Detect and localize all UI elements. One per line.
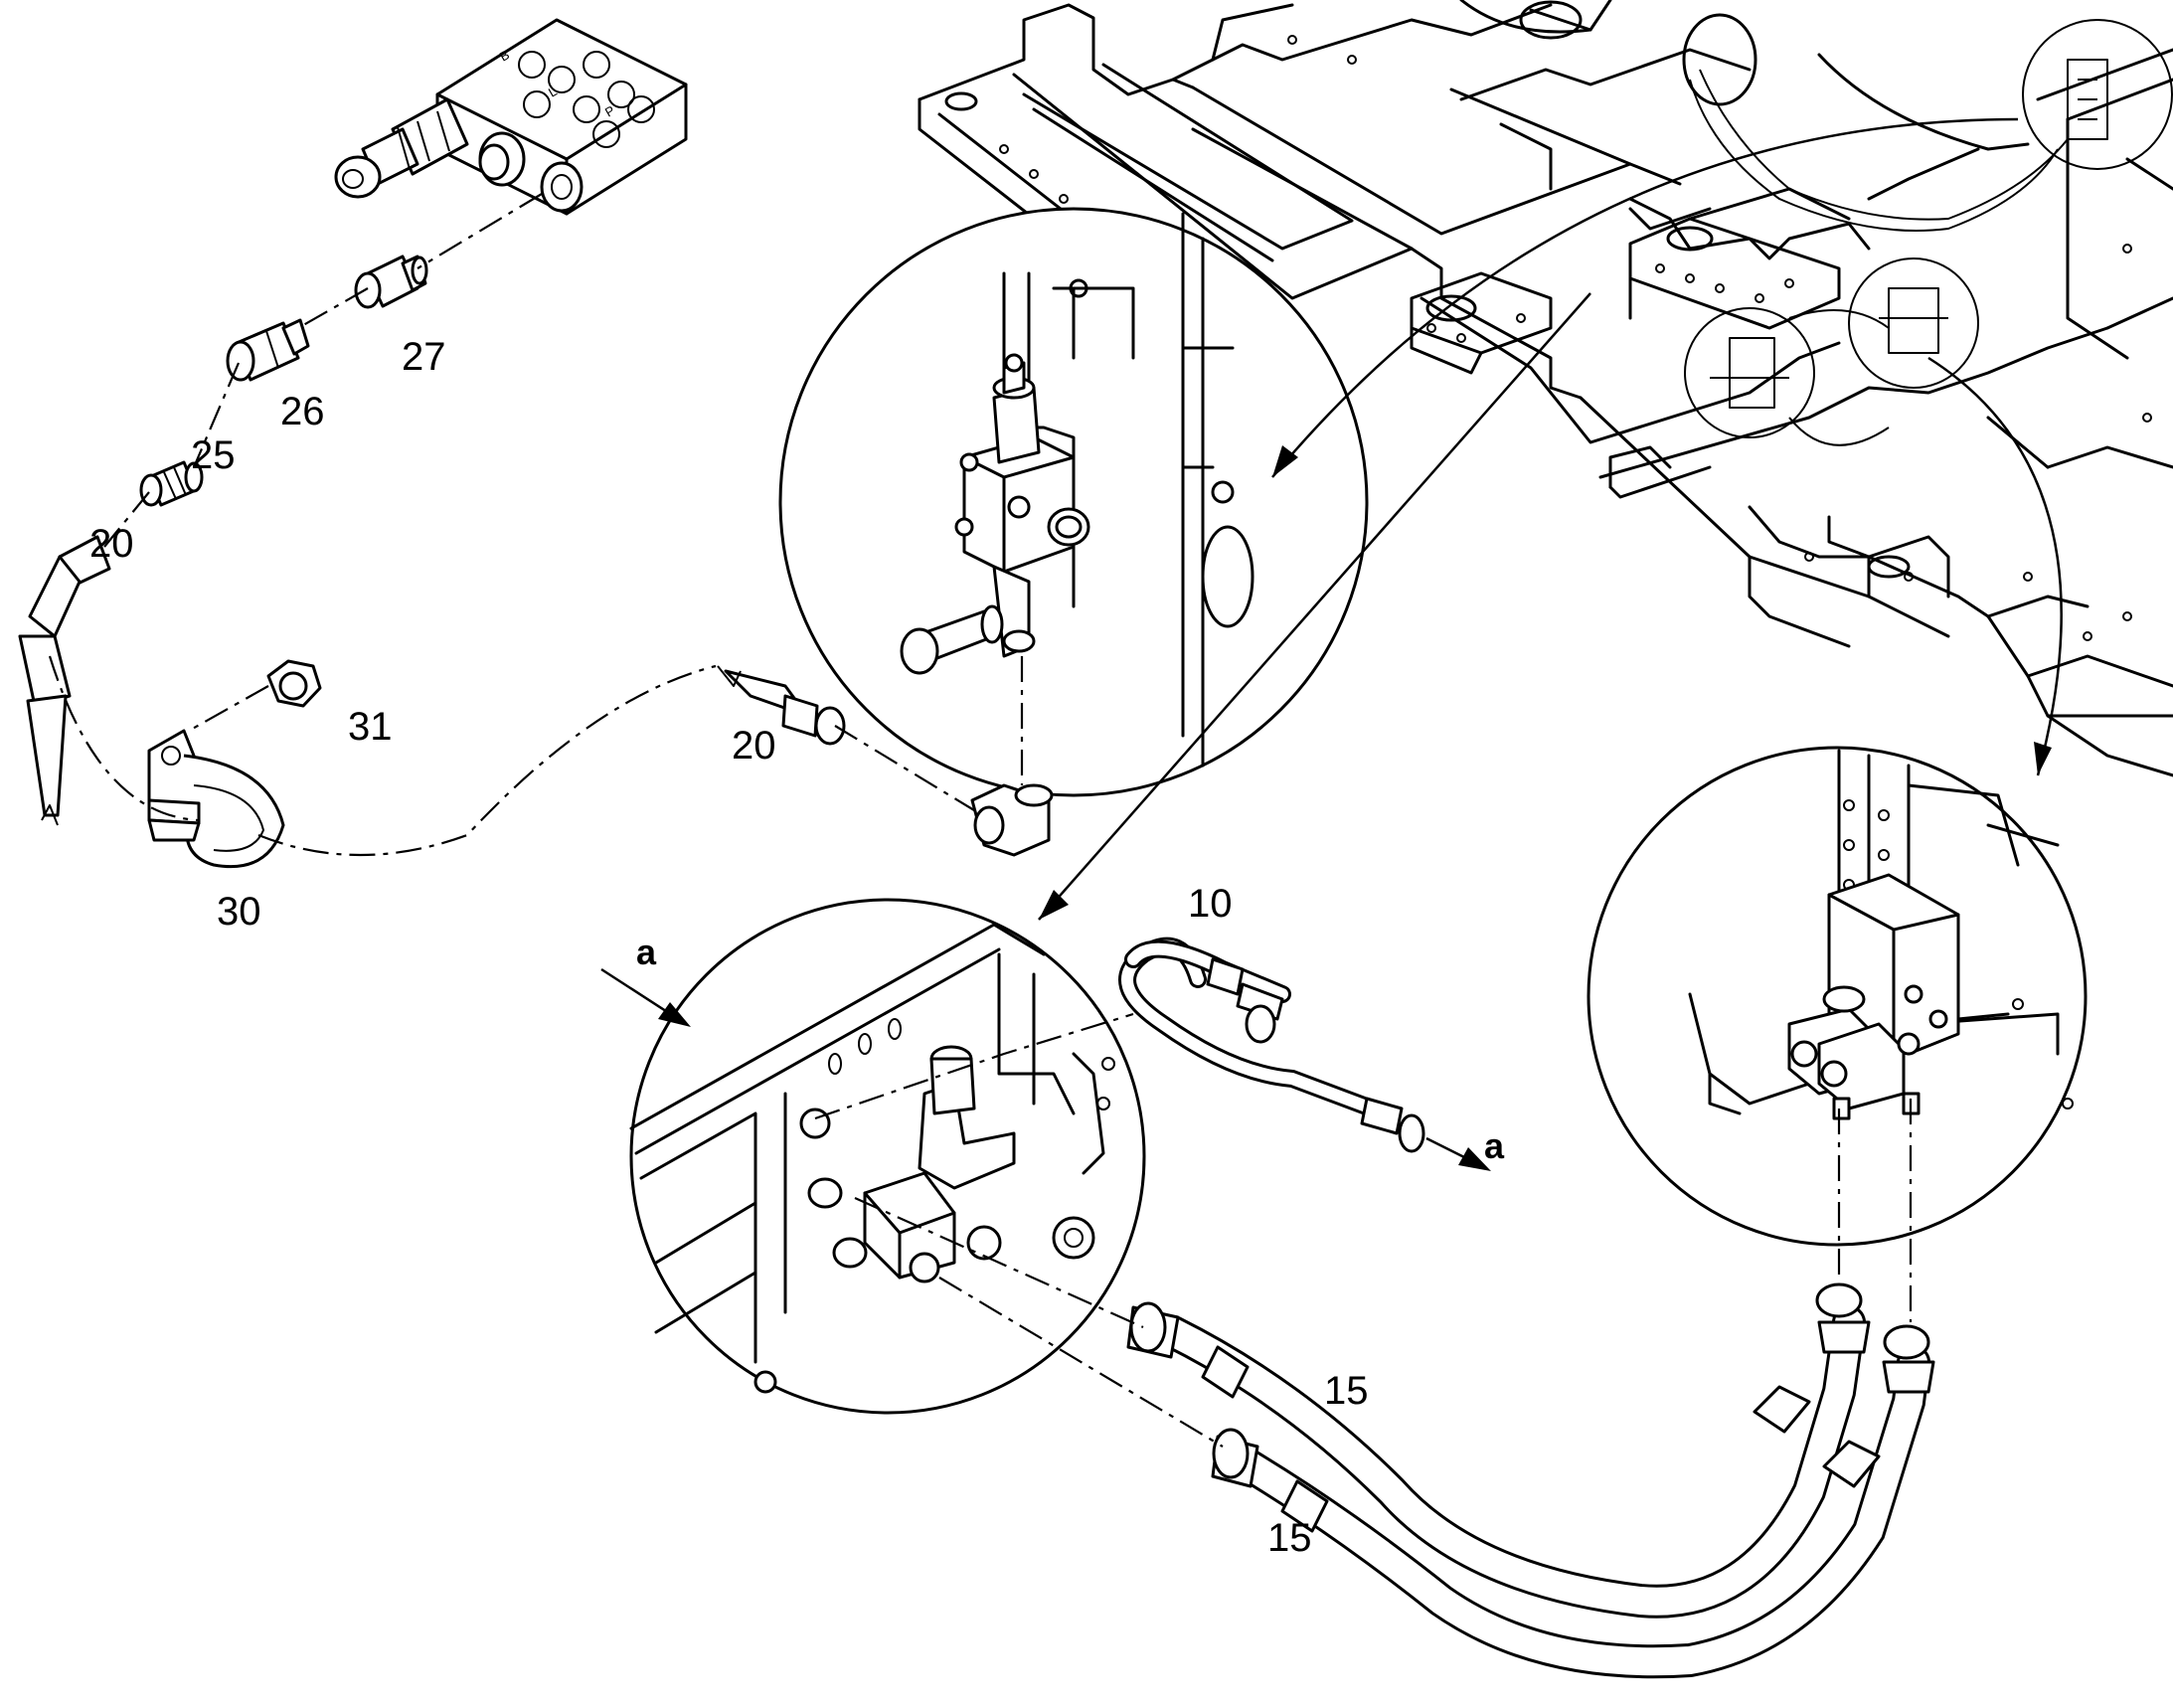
part-30-clamp xyxy=(147,729,285,869)
part-31-nut xyxy=(266,659,322,708)
callout-15-upper: 15 xyxy=(1324,1369,1369,1413)
detail-view-lower-right xyxy=(1587,746,2088,1247)
connection-marker-a-left: a xyxy=(636,932,657,972)
connection-marker-a-right: a xyxy=(1484,1125,1505,1166)
hose-10 xyxy=(1118,937,1425,1153)
assembly-leader-lines xyxy=(48,193,1913,1448)
detail-view-lower-left xyxy=(629,898,1146,1415)
callout-labels: 27 26 25 20 31 20 30 10 15 15 a a xyxy=(89,335,1505,1560)
part-25-nipple xyxy=(139,460,204,507)
callout-10: 10 xyxy=(1188,882,1233,926)
part-20-hose-end-upper xyxy=(18,535,111,826)
callout-27: 27 xyxy=(402,335,446,379)
part-20-hose-end-middle xyxy=(717,665,846,746)
elbow-fitting xyxy=(970,783,1054,857)
part-26-adapter xyxy=(226,318,310,382)
connection-arrows xyxy=(600,967,1491,1171)
callout-20-upper: 20 xyxy=(89,522,134,566)
machine-frame xyxy=(918,0,2173,777)
callout-26: 26 xyxy=(280,390,325,433)
callout-25: 25 xyxy=(191,433,236,477)
callout-20-middle: 20 xyxy=(732,724,776,768)
detail-callout-arrows xyxy=(1038,117,2063,921)
callout-30: 30 xyxy=(217,890,261,934)
callout-15-lower: 15 xyxy=(1267,1516,1312,1560)
part-27-adapter xyxy=(354,255,428,309)
detail-view-upper xyxy=(778,207,1369,797)
hose-15-lower xyxy=(1211,1324,1935,1679)
hose-15-upper xyxy=(1126,1282,1871,1619)
callout-31: 31 xyxy=(348,705,393,749)
valve-block-top-left: B L P xyxy=(334,18,688,216)
